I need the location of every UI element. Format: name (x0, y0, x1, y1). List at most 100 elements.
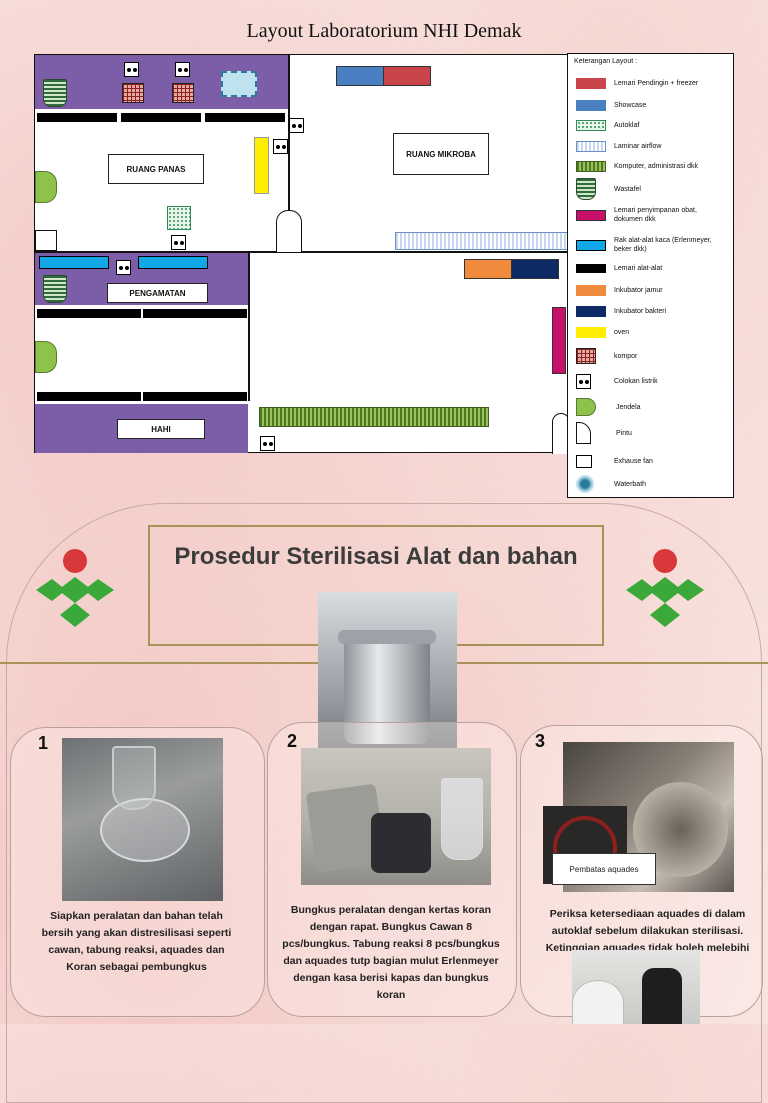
outlet-icon (175, 62, 190, 77)
tool-cabinet (205, 113, 285, 122)
oven-swatch-icon (576, 327, 606, 338)
window-icon (35, 341, 57, 373)
tool-cabinet (121, 113, 201, 122)
step-text-1: Siapkan peralatan dan bahan telah bersih… (41, 910, 232, 973)
legend-label: kompor (614, 352, 638, 360)
procedure-title: Prosedur Sterilisasi Alat dan bahan (174, 543, 578, 570)
legend-label: Exhause fan (614, 458, 653, 465)
legend-item: Inkubator jamur (576, 285, 663, 296)
floor-plan: RUANG PANAS RUANG MIKROBA PENGAMATAN HAH… (34, 54, 570, 454)
stove-icon (122, 83, 144, 103)
outlet-icon (289, 118, 304, 133)
autoclave-photo (318, 592, 457, 757)
wall (248, 251, 250, 401)
legend-item: Lemari Pendingin + freezer (576, 78, 698, 89)
outlet-icon (124, 62, 139, 77)
laminar-swatch-icon (576, 141, 606, 152)
photo-label: Pembatas aquades (552, 853, 656, 885)
bacteria-incubator-swatch-icon (576, 306, 606, 317)
tool-cabinet (143, 309, 247, 318)
glass-rack (138, 256, 208, 269)
room-label-ruang-panas: RUANG PANAS (108, 154, 204, 184)
door-icon (276, 210, 302, 252)
wrapped-tools-photo (301, 748, 491, 885)
oven-icon (254, 137, 269, 194)
legend-header: Keterangan Layout : (574, 58, 638, 65)
wall (288, 55, 290, 253)
room-label-pengamatan: PENGAMATAN (107, 283, 208, 303)
fridge-swatch-icon (576, 78, 606, 89)
plug (642, 968, 682, 1024)
legend-item: Pintu (576, 422, 632, 444)
room-label-hahi: HAHI (117, 419, 205, 439)
autoklaf-swatch-icon (576, 120, 606, 131)
wrapped-dark-package (371, 813, 431, 873)
layout-title: Layout Laboratorium NHI Demak (246, 20, 522, 42)
legend-item: Laminar airflow (576, 141, 661, 152)
glassware-photo (62, 738, 223, 901)
petri-dish (100, 798, 190, 862)
autoklaf-icon (167, 206, 191, 230)
tool-cabinet (37, 309, 141, 318)
computer-desk (259, 407, 489, 427)
logo-right-icon (626, 549, 704, 627)
room-label-ruang-mikroba: RUANG MIKROBA (393, 133, 489, 175)
legend-label: Lemari alat-alat (614, 265, 663, 272)
legend-item: Inkubator bakteri (576, 306, 666, 317)
glass-rack (39, 256, 109, 269)
legend-item: Jendela (576, 398, 641, 416)
erlenmeyer (441, 778, 483, 860)
exhaust-fan-icon (35, 230, 57, 251)
fungus-incubator (464, 259, 512, 279)
tool-cabinet (37, 392, 141, 401)
tool-cabinet (37, 113, 117, 122)
legend-label: oven (614, 329, 630, 336)
legend-label: Komputer, administrasi dkk (614, 163, 699, 170)
legend-label: Inkubator jamur (614, 287, 663, 294)
legend-label: Wastafel (614, 185, 641, 193)
tool-cabinet-swatch-icon (576, 264, 606, 273)
step-number: 1 (38, 733, 49, 753)
legend-item: Waterbath (576, 475, 646, 493)
legend-item: Exhause fan (576, 455, 653, 468)
legend-item: Lemari penyimpanan obat, dokumen dkk (576, 206, 724, 224)
legend-item: Lemari alat-alat (576, 264, 662, 273)
step-number: 2 (287, 731, 298, 751)
glass-rack-swatch-icon (576, 239, 606, 251)
showcase (336, 66, 384, 86)
stove-icon (172, 83, 194, 103)
legend-item: Rak alat-alat kaca (Erlenmeyer, beker dk… (576, 236, 724, 254)
legend-item: Colokan listrik (576, 374, 658, 389)
outlet-swatch-icon (576, 374, 591, 389)
outlet-icon (171, 235, 186, 250)
outlet-icon (260, 436, 275, 451)
window-swatch-icon (576, 398, 596, 416)
layout-legend: Keterangan Layout : Lemari Pendingin + f… (567, 53, 734, 498)
legend-label: Autoklaf (614, 122, 640, 129)
step-number: 3 (535, 731, 546, 751)
document-cabinet (552, 307, 566, 374)
autoclave-body (344, 634, 430, 744)
legend-label: Lemari penyimpanan obat, dokumen dkk (614, 207, 697, 223)
legend-label: Laminar airflow (614, 143, 662, 150)
outlet-icon (273, 139, 288, 154)
door-swatch-icon (576, 422, 591, 444)
wall-socket (572, 980, 624, 1024)
laminar-airflow (395, 232, 569, 250)
legend-item: Komputer, administrasi dkk (576, 161, 698, 172)
legend-label: Lemari Pendingin + freezer (614, 80, 699, 87)
sink-icon (43, 79, 67, 107)
legend-label: Colokan listrik (614, 378, 658, 385)
exhaust-fan-swatch-icon (576, 455, 592, 468)
legend-item: Autoklaf (576, 120, 639, 131)
flask (112, 746, 156, 810)
fridge-freezer (383, 66, 431, 86)
legend-label: Rak alat-alat kaca (Erlenmeyer, beker dk… (614, 237, 712, 253)
legend-item: Wastafel (576, 178, 641, 200)
tool-cabinet (143, 392, 247, 401)
legend-label: Showcase (614, 102, 647, 109)
sink-swatch-icon (576, 178, 596, 200)
waterbath-icon (221, 71, 257, 97)
legend-label: Waterbath (614, 480, 647, 488)
cabinet-swatch-icon (576, 209, 606, 221)
